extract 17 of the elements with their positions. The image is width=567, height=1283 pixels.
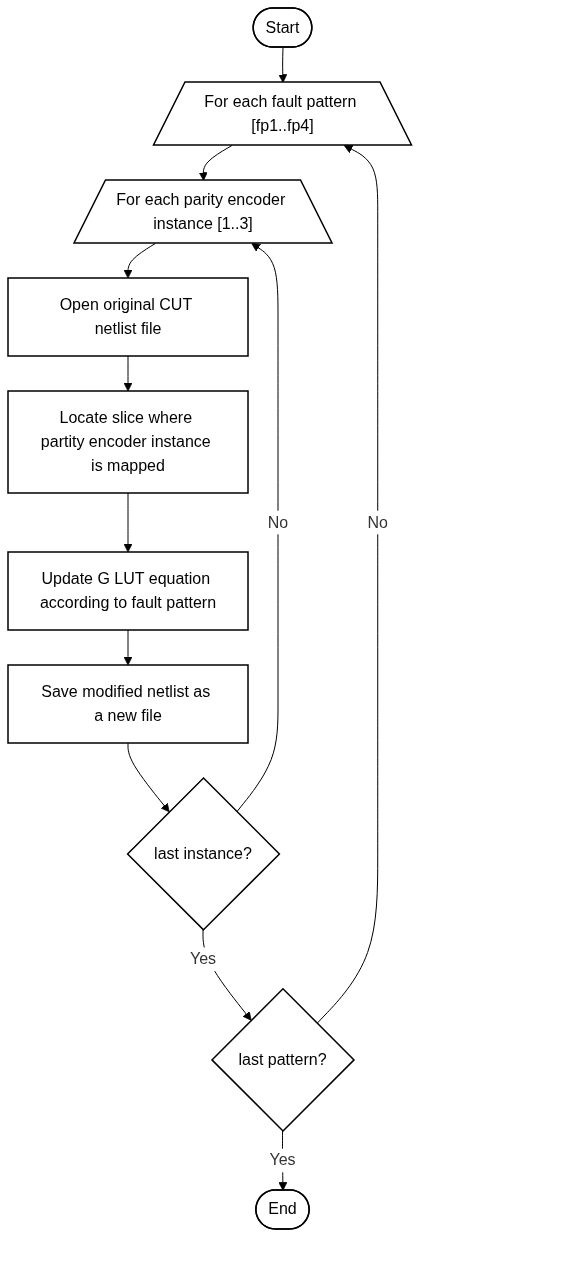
arrow [316, 145, 379, 1024]
arrow [236, 243, 279, 813]
edge-label: Yes [269, 1151, 296, 1169]
node-diamond: last pattern? [210, 987, 356, 1132]
node-box: Update G LUT equation according to fault pattern [7, 551, 249, 631]
edge-label: No [267, 513, 289, 531]
arrow [123, 629, 133, 666]
node-box: Save modified netlist as a new file [7, 664, 249, 744]
edge-label: No [367, 513, 388, 531]
arrow [278, 47, 288, 83]
arrow [123, 492, 133, 553]
node-box: Open original CUT netlist file [7, 277, 249, 357]
edge-label: Yes [189, 950, 217, 968]
arrow [123, 355, 133, 392]
arrow [127, 742, 170, 813]
node-box: Locate slice where partity encoder instance is mapped [7, 390, 249, 494]
node-diamond: last instance? [126, 776, 281, 931]
